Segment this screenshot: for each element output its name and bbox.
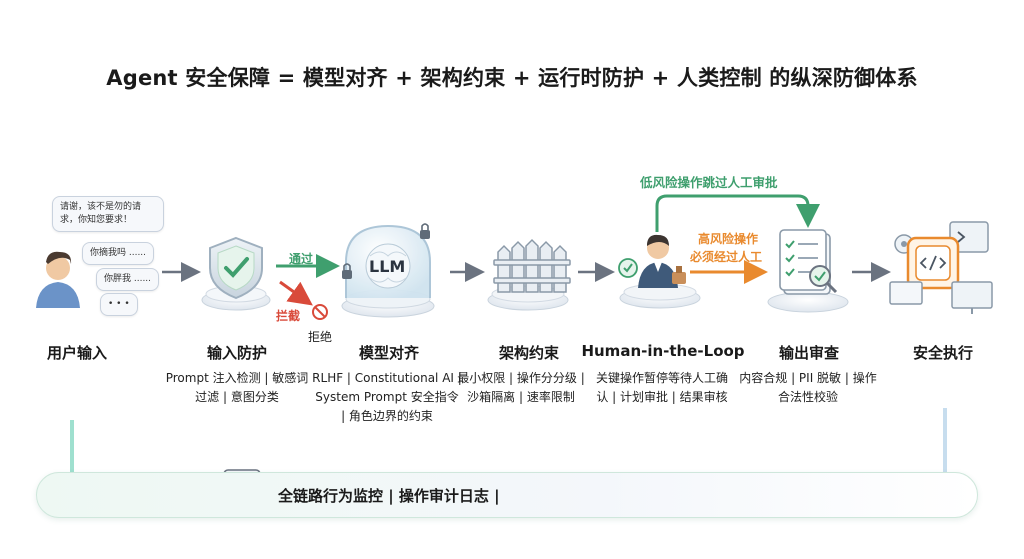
stage-name-secure-exec: 安全执行 <box>912 344 973 362</box>
checklist-icon <box>767 229 849 313</box>
reject-label: 拒绝 <box>308 330 333 344</box>
stage-desc-input-guard: Prompt 注入检测 | 敏感词过滤 | 意图分类 <box>165 371 309 404</box>
stage-name-input-guard: 输入防护 <box>206 344 267 362</box>
stage-desc-architecture: 最小权限 | 操作分分级 | 沙箱隔离 | 速率限制 <box>457 371 585 404</box>
monitoring-bar <box>36 472 978 518</box>
monitoring-label: 全链路行为监控 | 操作审计日志 | <box>278 487 500 505</box>
reviewer-icon <box>618 234 701 309</box>
stage-desc-hitl: 关键操作暂停等待人工确认 | 计划审批 | 结果审核 <box>595 371 728 404</box>
fence-icon <box>487 238 571 311</box>
chat-bubble-4: • • • <box>100 293 138 316</box>
stage-desc-model-alignment: RLHF | Constitutional AI | System Prompt… <box>312 371 462 423</box>
stage-name-model-alignment: 模型对齐 <box>358 344 419 362</box>
high-risk-label-1: 高风险操作 <box>698 232 759 246</box>
stage-name-architecture: 架构约束 <box>498 344 559 362</box>
intercept-label: 拦截 <box>276 309 301 323</box>
llm-label: LLM <box>369 257 406 276</box>
shield-icon <box>201 236 271 311</box>
chat-bubble-main: 请谢，该不是勿的请求，你知您要求！ <box>52 196 164 232</box>
llm-dome-icon <box>341 224 435 318</box>
chat-bubble-2: 你摘我吗 ...... <box>82 242 155 265</box>
low-risk-label: 低风险操作跳过人工审批 <box>640 175 778 190</box>
reject-icon <box>312 304 328 320</box>
secure-execution-icon <box>889 221 993 314</box>
high-risk-label-2: 必须经过人工 <box>690 250 763 264</box>
stage-name-output-review: 输出审查 <box>778 344 839 362</box>
lock-icon <box>342 223 430 279</box>
low-risk-bypass-arrow <box>655 194 820 232</box>
user-icon <box>36 251 80 308</box>
pass-label: 通过 <box>289 252 314 266</box>
stage-name-hitl: Human-in-the-Loop <box>581 342 745 360</box>
chat-bubble-3: 你胖我 ...... <box>96 268 160 291</box>
stage-name-user-input: 用户输入 <box>46 344 107 362</box>
stage-desc-output-review: 内容合规 | PII 脱敏 | 操作合法性校验 <box>739 371 877 404</box>
intercept-arrow <box>279 280 313 306</box>
page-title: Agent 安全保障 = 模型对齐 + 架构约束 + 运行时防护 + 人类控制 … <box>106 66 918 90</box>
